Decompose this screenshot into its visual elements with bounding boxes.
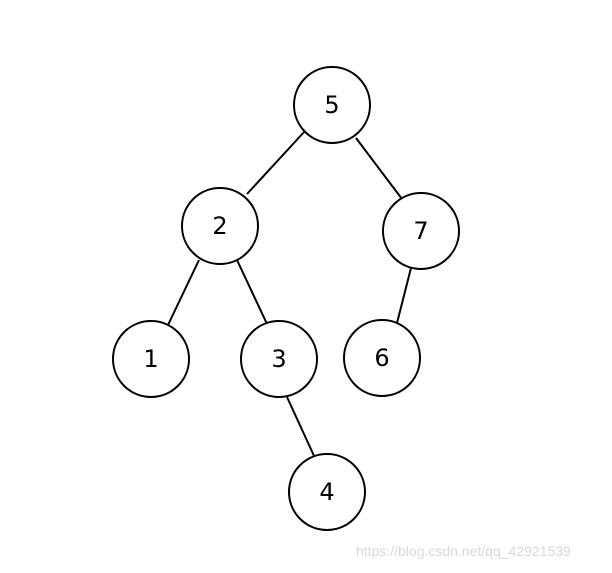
tree-node-1: 1: [112, 320, 190, 398]
node-label: 7: [413, 217, 428, 245]
node-label: 1: [143, 345, 158, 373]
tree-node-3: 3: [240, 320, 318, 398]
edge-2-3: [236, 259, 268, 325]
edge-2-1: [167, 259, 200, 326]
edge-7-6: [396, 267, 412, 324]
node-label: 2: [212, 212, 227, 240]
edge-3-4: [286, 396, 316, 459]
tree-node-2: 2: [181, 187, 259, 265]
node-label: 3: [271, 345, 286, 373]
edge-5-2: [246, 130, 306, 195]
tree-node-5: 5: [293, 66, 371, 144]
node-label: 4: [319, 478, 334, 506]
tree-node-4: 4: [288, 453, 366, 531]
node-label: 5: [324, 91, 339, 119]
node-label: 6: [374, 344, 389, 372]
edge-5-7: [355, 137, 403, 200]
watermark-text: https://blog.csdn.net/qq_42921539: [356, 543, 571, 559]
tree-node-6: 6: [343, 319, 421, 397]
tree-node-7: 7: [382, 192, 460, 270]
